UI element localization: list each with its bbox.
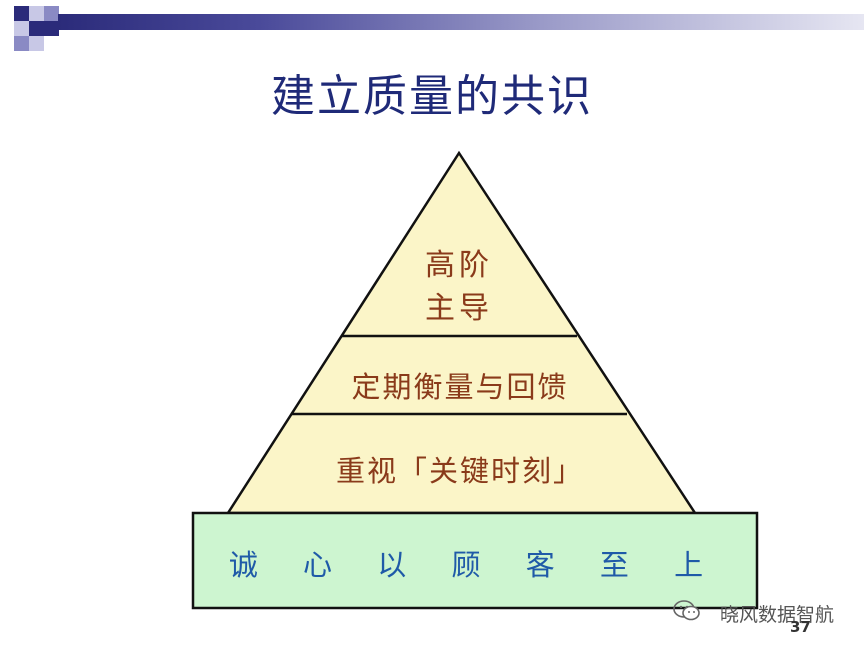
pyramid-base-label: 诚 心 以 顾 客 至 上 [228,548,722,582]
pyramid-top-label-line2: 主导 [425,291,493,326]
page-number: 37 [790,618,811,636]
decor-square-8 [29,36,44,51]
decor-square-5 [29,21,44,36]
decor-square-7 [14,36,29,51]
pyramid-lower-label: 重视「关键时刻」 [335,454,584,488]
watermark-text: 晓风数据智航 [719,604,834,626]
decor-square-3 [44,6,59,21]
pyramid-top-label-line1: 高阶 [425,248,493,283]
pyramid-middle-label: 定期衡量与回馈 [351,370,569,404]
decor-square-4 [14,21,29,36]
slide-title: 建立质量的共识 [271,71,593,122]
decor-square-2 [29,6,44,21]
pyramid-base-box [191,511,759,610]
decor-square-6 [44,21,59,36]
decor-square-1 [14,6,29,21]
header-bar [58,14,864,30]
wechat-icon [673,600,700,621]
